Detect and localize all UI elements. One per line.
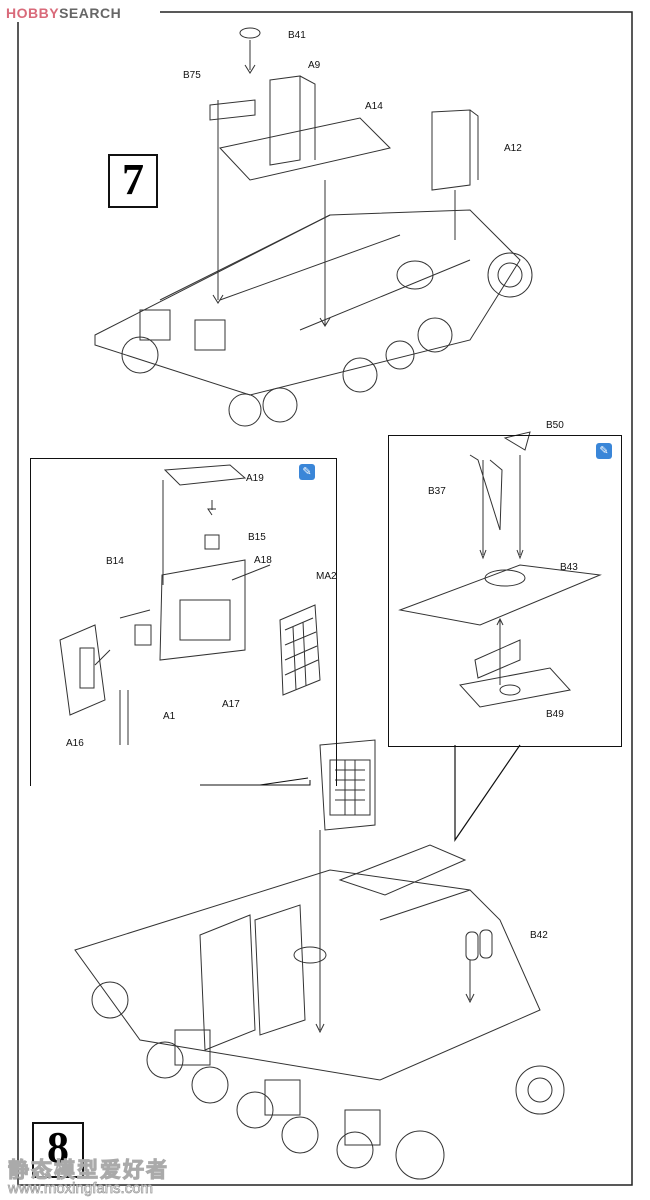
- part-label-b50: B50: [546, 420, 564, 431]
- part-label-a18: A18: [254, 555, 272, 566]
- step-number-8: 8: [32, 1122, 84, 1178]
- left-inset-art: [59, 464, 321, 745]
- part-label-b42: B42: [530, 930, 548, 941]
- logo-brand: HOBBY: [6, 5, 60, 21]
- site-watermark-cn: 静态模型爱好者: [8, 1159, 169, 1183]
- part-label-b49: B49: [546, 709, 564, 720]
- hobbysearch-watermark: HOBBYSEARCH: [6, 5, 121, 21]
- paint-brush-icon: ✎: [596, 443, 612, 459]
- step7-chassis: [94, 27, 533, 427]
- part-label-b41: B41: [288, 30, 306, 41]
- step-number-7: 7: [108, 154, 158, 208]
- part-label-a17: A17: [222, 699, 240, 710]
- part-label-a1: A1: [163, 711, 176, 722]
- part-label-b43: B43: [560, 562, 578, 573]
- part-label-a19: A19: [246, 473, 264, 484]
- right-detail-inset: [388, 435, 622, 747]
- part-label-a9: A9: [308, 60, 321, 71]
- part-label-b15: B15: [248, 532, 266, 543]
- part-label-a16: A16: [66, 738, 84, 749]
- part-label-a14: A14: [365, 101, 383, 112]
- right-inset-art: [398, 431, 602, 708]
- paint-brush-icon: ✎: [299, 464, 315, 480]
- left-detail-inset: [30, 458, 337, 786]
- step8-chassis: [74, 739, 565, 1180]
- part-label-b14: B14: [106, 556, 124, 567]
- part-label-ma2: MA2: [316, 571, 337, 582]
- part-label-a12: A12: [504, 143, 522, 154]
- site-watermark-url: www.moxingfans.com: [8, 1180, 154, 1198]
- part-label-b37: B37: [428, 486, 446, 497]
- logo-rest: SEARCH: [59, 5, 122, 21]
- part-label-b75: B75: [183, 70, 201, 81]
